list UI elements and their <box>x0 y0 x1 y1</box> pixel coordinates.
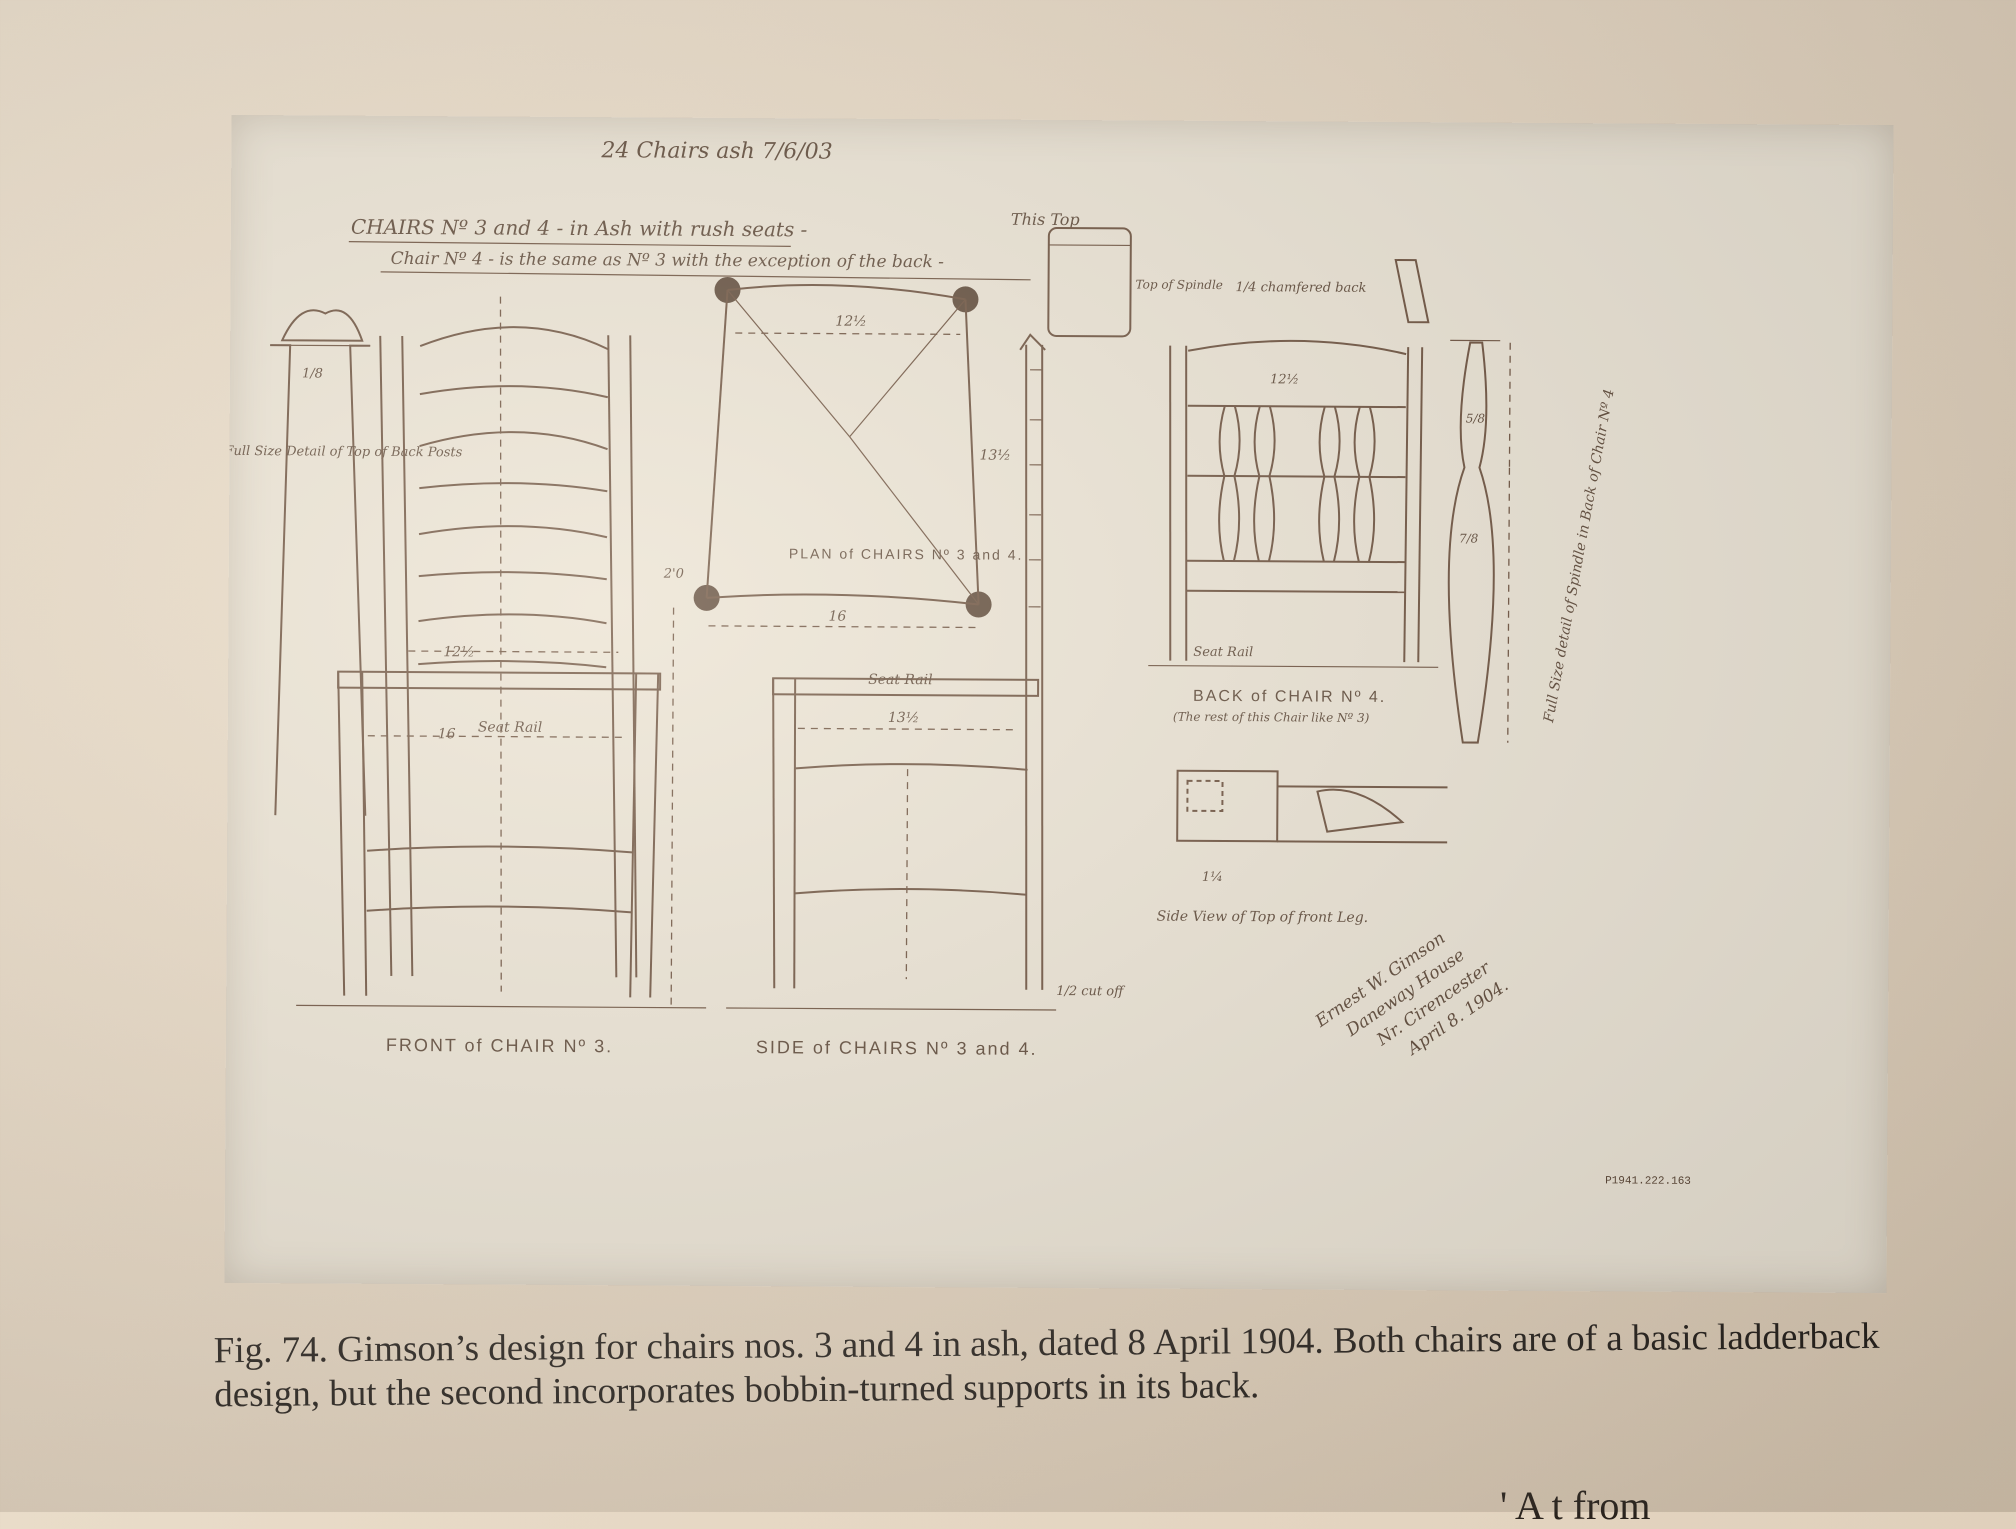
back-seat-rail: Seat Rail <box>1193 645 1253 660</box>
catalogue-number: P1941.222.163 <box>1605 1175 1691 1188</box>
spindle-detail: 5/8 7/8 Full Size detail of Spindle in B… <box>1393 260 1619 743</box>
detail-label-left: Full Size Detail of Top of Back Posts <box>224 444 462 460</box>
title-line-1: CHAIRS Nº 3 and 4 - in Ash with rush sea… <box>351 215 808 242</box>
svg-text:7/8: 7/8 <box>1459 531 1479 545</box>
title-line-2: Chair Nº 4 - is the same as Nº 3 with th… <box>391 249 945 272</box>
spindle-detail-label: Full Size detail of Spindle in Back of C… <box>1541 388 1618 725</box>
back-label: BACK of CHAIR Nº 4. <box>1193 688 1386 706</box>
bottom-fragment: ' A t from <box>1500 1482 1651 1529</box>
svg-text:2'0: 2'0 <box>663 567 684 582</box>
front-label: FRONT of CHAIR Nº 3. <box>386 1035 613 1056</box>
signature: Ernest W. Gimson Daneway House Nr. Ciren… <box>1311 914 1512 1094</box>
back-chair-view: 1/4 chamfered back 12½ Seat Rail BACK of… <box>1148 280 1441 726</box>
svg-text:1/8: 1/8 <box>302 366 323 381</box>
top-of-spindle: Top of Spindle <box>1136 277 1223 292</box>
svg-text:1¼: 1¼ <box>1202 870 1223 885</box>
front-seat-rail: Seat Rail <box>478 719 543 735</box>
side-chair-view: 13½ Seat Rail 1/2 cut off SIDE of CHAIRS… <box>726 333 1130 1059</box>
svg-text:12½: 12½ <box>1270 372 1299 387</box>
svg-text:13½: 13½ <box>979 448 1010 464</box>
this-top-note: This Top <box>1011 210 1080 229</box>
plan-view: 12½ 16 13½ 2'0 PLAN of CHAIRS Nº 3 and 4… <box>660 277 1025 1010</box>
svg-text:16: 16 <box>828 609 846 625</box>
side-label: SIDE of CHAIRS Nº 3 and 4. <box>756 1037 1038 1059</box>
cut-off-note: 1/2 cut off <box>1056 984 1126 999</box>
top-sketch: This Top Top of Spindle <box>1010 210 1223 337</box>
figure-caption: Fig. 74. Gimson’s design for chairs nos.… <box>214 1315 1895 1418</box>
side-view-label: Side View of Top of front Leg. <box>1157 909 1369 926</box>
drawing-plate: 24 Chairs ash 7/6/03 CHAIRS Nº 3 and 4 -… <box>224 115 1893 1293</box>
post-top-detail: 1/8 <box>267 310 370 816</box>
svg-text:12½: 12½ <box>835 314 866 330</box>
svg-text:5/8: 5/8 <box>1466 411 1486 425</box>
side-seat-rail: Seat Rail <box>868 672 933 688</box>
header-note: 24 Chairs ash 7/6/03 <box>600 138 832 164</box>
chamfered-note: 1/4 chamfered back <box>1236 280 1367 296</box>
svg-text:13½: 13½ <box>888 710 919 726</box>
back-sublabel: (The rest of this Chair like Nº 3) <box>1173 710 1370 725</box>
front-chair-view: 12½ Seat Rail 16 FRONT of CHAIR Nº 3. <box>296 295 711 1056</box>
svg-text:16: 16 <box>438 726 456 742</box>
svg-text:12½: 12½ <box>443 644 474 660</box>
leg-top-detail: 1¼ Side View of Top of front Leg. <box>1157 771 1448 927</box>
plan-label: PLAN of CHAIRS Nº 3 and 4. <box>789 545 1024 562</box>
chair-drawing: 24 Chairs ash 7/6/03 CHAIRS Nº 3 and 4 -… <box>224 115 1893 1293</box>
